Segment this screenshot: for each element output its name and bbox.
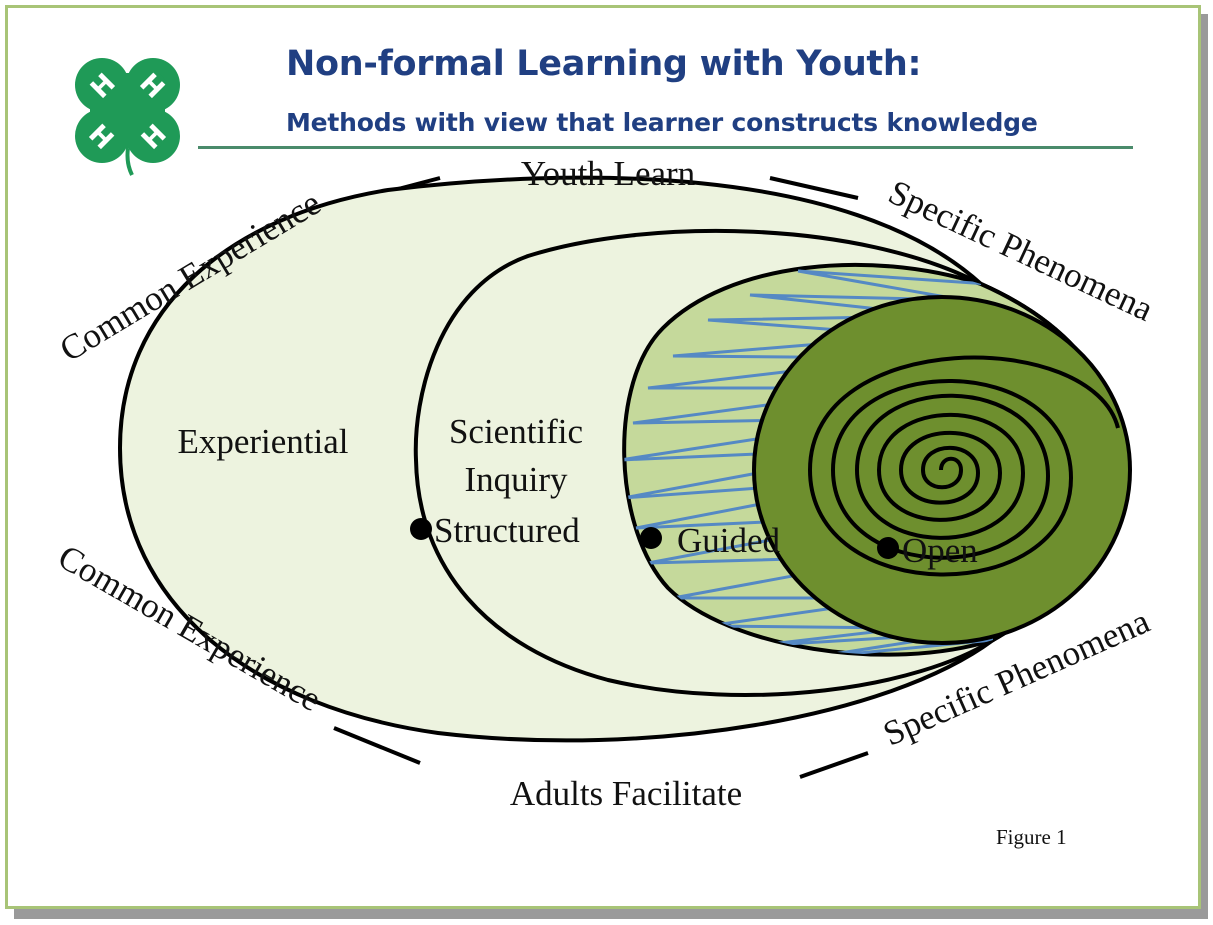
connector-top-right	[769, 176, 859, 200]
connector-bottom-left	[333, 726, 421, 765]
connector-bottom-right	[799, 751, 869, 779]
guided-point	[640, 527, 662, 549]
open-point	[877, 537, 899, 559]
experiential-label: Experiential	[177, 422, 348, 461]
scientific-label: Scientific	[449, 412, 583, 451]
structured-label: Structured	[434, 511, 580, 550]
open-label: Open	[902, 531, 978, 570]
structured-point	[410, 518, 432, 540]
inquiry-label: Inquiry	[464, 460, 568, 499]
four-h-clover-icon: H H H H	[75, 58, 180, 176]
learning-methods-diagram: Youth Learn Adults Facilitate Common Exp…	[52, 154, 1160, 813]
youth-learn-label: Youth Learn	[521, 154, 695, 193]
adults-facilitate-label: Adults Facilitate	[510, 774, 742, 813]
page-subtitle: Methods with view that learner construct…	[286, 108, 1038, 137]
figure-caption: Figure 1	[996, 825, 1067, 849]
page-title: Non-formal Learning with Youth:	[286, 44, 922, 84]
open-inquiry-spiral	[807, 355, 1120, 577]
slide: H H H H Non-formal Learning with Youth: …	[5, 5, 1201, 909]
title-divider	[198, 146, 1133, 149]
guided-label: Guided	[677, 521, 781, 560]
